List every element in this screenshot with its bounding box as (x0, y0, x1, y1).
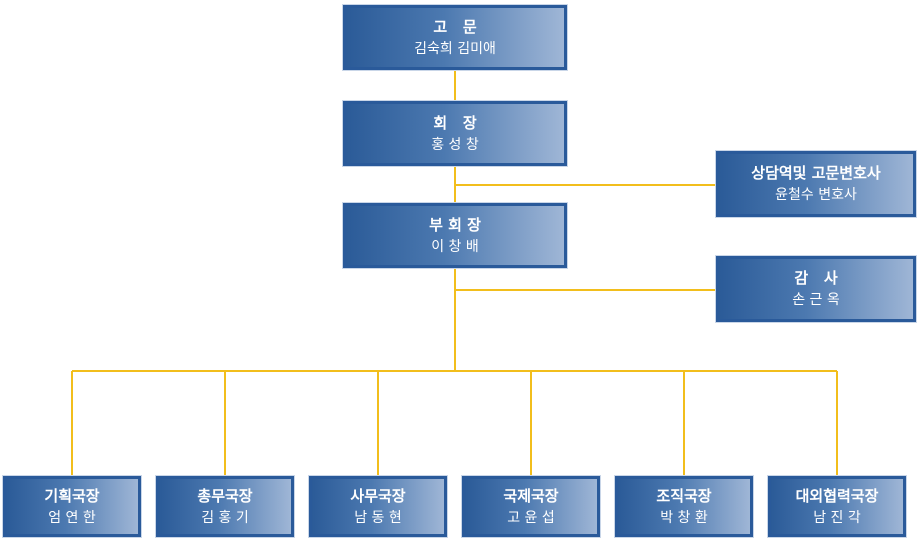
node-names: 손 근 옥 (792, 292, 840, 308)
node-title: 총무국장 (197, 486, 253, 505)
node-title: 부 회 장 (429, 215, 481, 234)
node-title: 국제국장 (503, 486, 559, 505)
node-title: 상담역및 고문변호사 (751, 164, 881, 182)
node-title: 회 장 (433, 113, 477, 132)
node-consultant: 상담역및 고문변호사 윤철수 변호사 (715, 150, 917, 218)
node-title: 사무국장 (350, 486, 406, 505)
node-advisor: 고 문 김숙희 김미애 (342, 4, 568, 71)
node-auditor: 감 사 손 근 옥 (715, 255, 917, 323)
node-director-international: 국제국장 고 윤 섭 (461, 475, 601, 538)
node-title: 대외협력국장 (795, 486, 879, 505)
node-names: 박 창 환 (660, 509, 708, 526)
node-names: 남 진 각 (813, 509, 861, 526)
node-names: 남 동 현 (354, 509, 402, 526)
node-names: 홍 성 창 (431, 136, 479, 153)
node-names: 고 윤 섭 (507, 509, 555, 526)
node-names: 김숙희 김미애 (414, 40, 496, 57)
node-vice-chair: 부 회 장 이 창 배 (342, 202, 568, 269)
node-chairman: 회 장 홍 성 창 (342, 100, 568, 167)
node-names: 윤철수 변호사 (775, 187, 857, 203)
node-director-planning: 기획국장 엄 연 한 (2, 475, 142, 538)
node-title: 기획국장 (44, 486, 100, 505)
node-director-general-affairs: 총무국장 김 홍 기 (155, 475, 295, 538)
node-director-office: 사무국장 남 동 현 (308, 475, 448, 538)
node-director-organization: 조직국장 박 창 환 (614, 475, 754, 538)
node-names: 엄 연 한 (48, 509, 96, 526)
node-title: 조직국장 (656, 486, 712, 505)
node-director-external-relations: 대외협력국장 남 진 각 (767, 475, 907, 538)
node-names: 이 창 배 (431, 238, 479, 255)
node-title: 고 문 (433, 17, 477, 36)
node-names: 김 홍 기 (201, 509, 249, 526)
node-title: 감 사 (794, 269, 838, 287)
